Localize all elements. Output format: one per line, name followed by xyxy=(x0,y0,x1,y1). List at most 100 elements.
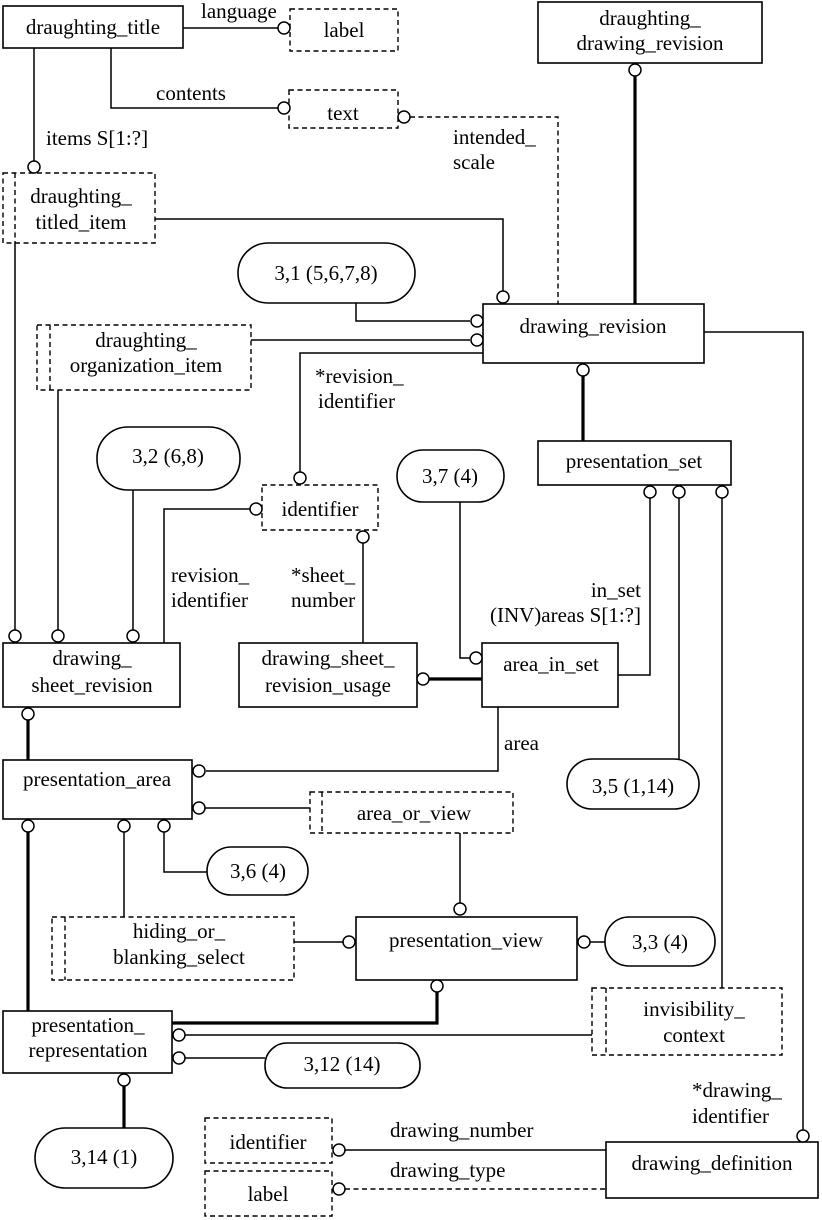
end-circle-ref-3-7 xyxy=(469,651,483,665)
select-name-line-2: context xyxy=(663,1023,725,1047)
entity-drawing-sheet-revision: drawing_ sheet_revision xyxy=(2,642,181,708)
page-ref-label: 3,1 (5,6,7,8) xyxy=(274,261,377,285)
end-circle-area-bottom-3 xyxy=(157,819,171,833)
relation-label-in-set-1: in_set xyxy=(591,578,641,602)
page-ref-3-5: 3,5 (1,14) xyxy=(566,758,700,810)
end-circle-representation-1 xyxy=(172,1028,186,1042)
relation-label-revision-identifier-1: revision_ xyxy=(171,563,250,587)
subtype-line-presentation-view xyxy=(172,992,439,1025)
end-circle-view-left xyxy=(342,935,356,949)
relation-label-drawing-number: drawing_number xyxy=(390,1118,533,1142)
end-circle-view-right xyxy=(577,935,591,949)
relation-label-in-set-2: (INV)areas S[1:?] xyxy=(490,603,641,627)
end-circle-drawing-revision-bottom xyxy=(576,363,590,377)
entity-name: drawing_definition xyxy=(632,1151,793,1175)
end-circle-usage-area-in-set xyxy=(416,672,430,686)
relationship-line-contents xyxy=(110,48,278,109)
relation-label-sheet-number-1: *sheet_ xyxy=(291,563,356,587)
entity-name-line-2: revision_usage xyxy=(265,673,391,697)
entity-presentation-representation: presentation_ representation xyxy=(2,1010,173,1074)
page-ref-3-6: 3,6 (4) xyxy=(206,846,309,896)
page-ref-label: 3,5 (1,14) xyxy=(592,774,674,798)
end-circle-draughting-drawing-revision xyxy=(628,63,642,77)
page-ref-label: 3,6 (4) xyxy=(230,859,286,883)
entity-drawing-definition: drawing_definition xyxy=(605,1141,819,1199)
relation-label-revision-identifier-star-2: identifier xyxy=(318,389,395,413)
entity-name-line-2: sheet_revision xyxy=(31,673,153,697)
entity-name: area_in_set xyxy=(503,652,599,676)
relation-label-sheet-number-2: number xyxy=(291,588,355,612)
end-circle-ref-3-1 xyxy=(470,314,484,328)
entity-draughting-drawing-revision: draughting_ drawing_revision xyxy=(537,1,763,64)
relation-label-intended-scale-2: scale xyxy=(453,150,495,174)
type-identifier-drawing-number: identifier xyxy=(204,1117,333,1164)
relation-label-revision-identifier-2: identifier xyxy=(171,588,248,612)
end-circle-representation-bottom xyxy=(117,1073,131,1087)
end-circle-drawing-type xyxy=(332,1182,346,1196)
end-circle-area-bottom-2 xyxy=(117,819,131,833)
relationship-end-circles xyxy=(8,21,810,1196)
entity-name-line-2: representation xyxy=(29,1038,148,1062)
end-circle-view-bottom xyxy=(430,979,444,993)
end-circle-sheet-rev-3 xyxy=(126,629,140,643)
relationship-line-revision-identifier xyxy=(163,508,250,643)
entity-drawing-sheet-revision-usage: drawing_sheet_ revision_usage xyxy=(238,642,418,708)
end-circle-items xyxy=(27,160,41,174)
select-draughting-organization-item: draughting_ organization_item xyxy=(36,324,252,391)
type-label-language: label xyxy=(289,8,399,52)
end-circle-contents xyxy=(277,101,291,115)
page-ref-3-7: 3,7 (4) xyxy=(396,449,505,503)
end-circle-area xyxy=(192,764,206,778)
entity-name: presentation_set xyxy=(566,449,703,473)
page-ref-label: 3,3 (4) xyxy=(632,930,688,954)
entity-name-line-1: drawing_sheet_ xyxy=(262,646,395,670)
relation-label-area: area xyxy=(504,731,540,755)
select-name-line-2: organization_item xyxy=(70,353,222,377)
page-ref-3-1: 3,1 (5,6,7,8) xyxy=(237,242,416,304)
entity-drawing-revision: drawing_revision xyxy=(482,303,705,364)
end-circle-in-set xyxy=(643,485,657,499)
end-circle-revision-identifier xyxy=(249,502,263,516)
relationship-line-in-set xyxy=(618,498,651,676)
page-ref-label: 3,7 (4) xyxy=(422,464,478,488)
relation-label-drawing-identifier-1: *drawing_ xyxy=(692,1078,782,1102)
end-circle-drawing-identifier xyxy=(796,1129,810,1143)
entity-name-line-2: drawing_revision xyxy=(577,31,724,55)
end-circle-sheet-rev-bottom xyxy=(21,707,35,721)
type-identifier-revision: identifier xyxy=(261,484,379,531)
relationship-line-ref-3-6 xyxy=(163,832,207,873)
end-circle-area-bottom-1 xyxy=(21,819,35,833)
select-name: area_or_view xyxy=(357,801,472,825)
relationship-line-intended-scale xyxy=(410,116,559,304)
entity-presentation-view: presentation_view xyxy=(355,916,578,981)
select-invisibility-context: invisibility_ context xyxy=(591,987,783,1056)
end-circle-representation-2 xyxy=(172,1051,186,1065)
select-hiding-or-blanking-select: hiding_or_ blanking_select xyxy=(51,916,295,981)
relationship-line-revision-identifier-star xyxy=(299,352,483,472)
relationship-line-area xyxy=(206,707,499,772)
relation-label-drawing-identifier-2: identifier xyxy=(692,1104,769,1128)
select-name-line-1: hiding_or_ xyxy=(133,919,226,943)
end-circle-invisibility xyxy=(715,485,729,499)
entity-name: presentation_view xyxy=(389,928,544,952)
relation-label-contents: contents xyxy=(156,81,226,105)
relationship-line-drawing-identifier xyxy=(704,331,804,1130)
end-circle-area-or-view xyxy=(192,801,206,815)
entity-name: presentation_area xyxy=(23,767,172,791)
type-name: identifier xyxy=(282,497,359,521)
select-name-line-1: draughting_ xyxy=(95,328,197,352)
entity-draughting-title: draughting_title xyxy=(2,5,184,49)
end-circle-intended-scale xyxy=(397,110,411,124)
page-ref-3-12: 3,12 (14) xyxy=(264,1042,421,1089)
entity-name-line-1: draughting_ xyxy=(599,6,701,30)
type-name: label xyxy=(324,18,365,42)
connector-lines xyxy=(14,27,804,1190)
relationship-line-ref-3-7 xyxy=(459,502,470,659)
end-circle-sheet-rev-1 xyxy=(8,629,22,643)
entity-name: draughting_title xyxy=(26,15,160,39)
end-circle-ref-3-5 xyxy=(672,485,686,499)
page-ref-label: 3,14 (1) xyxy=(71,1145,138,1169)
end-circle-language xyxy=(277,21,291,35)
end-circle-drawing-number xyxy=(332,1143,346,1157)
